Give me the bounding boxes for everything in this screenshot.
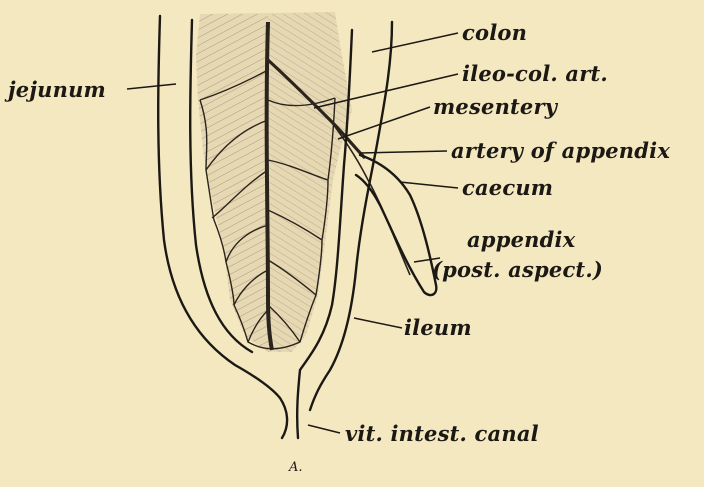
leader-vit-intest-canal [308,425,340,433]
leader-artery-of-appendix [360,151,447,153]
label-ileum: ileum [404,317,472,338]
label-appendix: appendix [467,229,575,250]
leader-mesentery [338,107,430,139]
leader-ileum [354,318,402,328]
leader-colon [372,33,458,52]
label-post-aspect: (post. aspect.) [432,259,603,280]
label-artery-of-appendix: artery of appendix [451,140,670,161]
leader-jejunum [127,84,176,89]
label-mesentery: mesentery [433,96,557,117]
label-jejunum: jejunum [8,79,106,100]
label-colon: colon [462,22,527,43]
appendix-outline [356,155,436,295]
figure-caption: A. [289,461,303,474]
leader-caecum [400,182,458,188]
label-caecum: caecum [462,177,553,198]
label-vit-intest-canal: vit. intest. canal [345,423,539,444]
label-ileo-col-art: ileo-col. art. [462,63,608,84]
